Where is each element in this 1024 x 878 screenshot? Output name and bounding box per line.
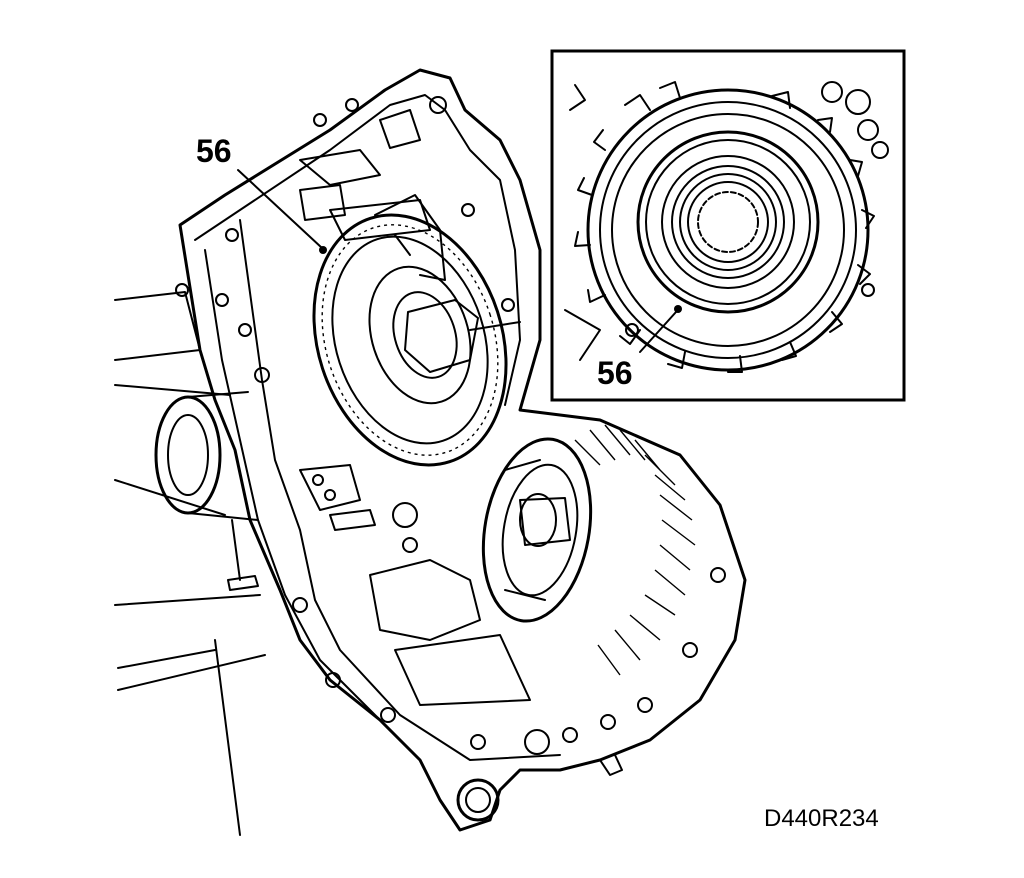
callout-inset-dot <box>674 305 682 313</box>
output-flange <box>154 391 259 521</box>
gearbox-housing <box>175 68 747 832</box>
callout-main-dot <box>319 246 327 254</box>
callout-main-label: 56 <box>196 133 232 169</box>
callout-inset-leader <box>639 311 677 353</box>
inset-frame <box>550 49 906 402</box>
callout-inset-label: 56 <box>597 355 633 391</box>
differential-assembly <box>481 424 696 676</box>
figure-code: D440R234 <box>764 805 879 832</box>
inset-detail: 56 <box>550 49 906 402</box>
gear-wheel <box>312 194 521 467</box>
callout-main-leader <box>237 169 323 249</box>
callout-main: 56 <box>196 133 327 254</box>
background-structure <box>114 291 266 836</box>
